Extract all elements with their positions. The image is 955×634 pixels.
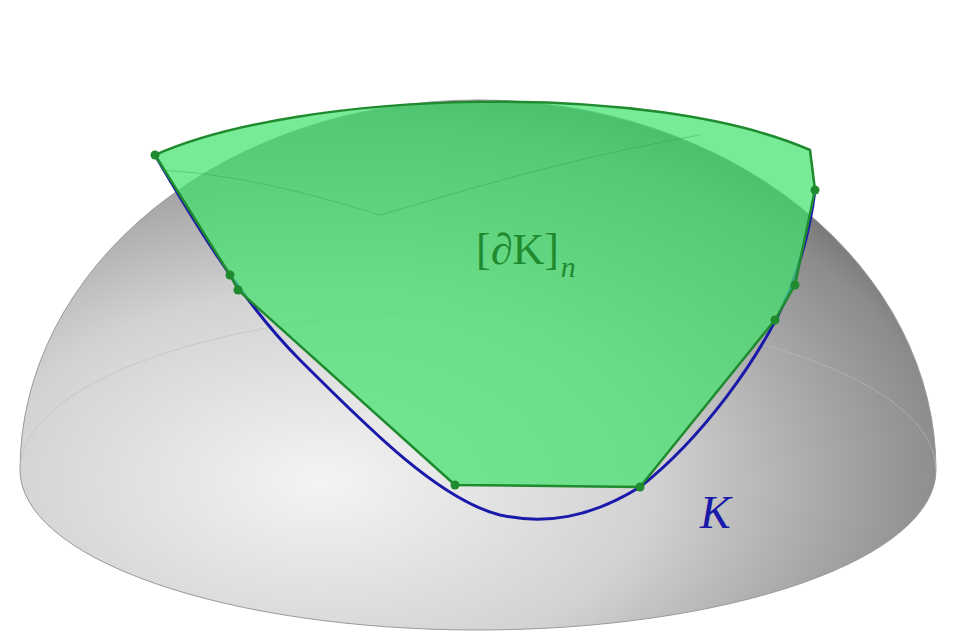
convex-region (155, 102, 815, 487)
vertex-dots (151, 151, 820, 492)
curve-label: K (700, 490, 731, 536)
hemisphere (20, 100, 936, 630)
subscript-label: n (561, 252, 576, 282)
region-label: [∂K] (476, 228, 559, 272)
faint-curve (160, 135, 700, 215)
